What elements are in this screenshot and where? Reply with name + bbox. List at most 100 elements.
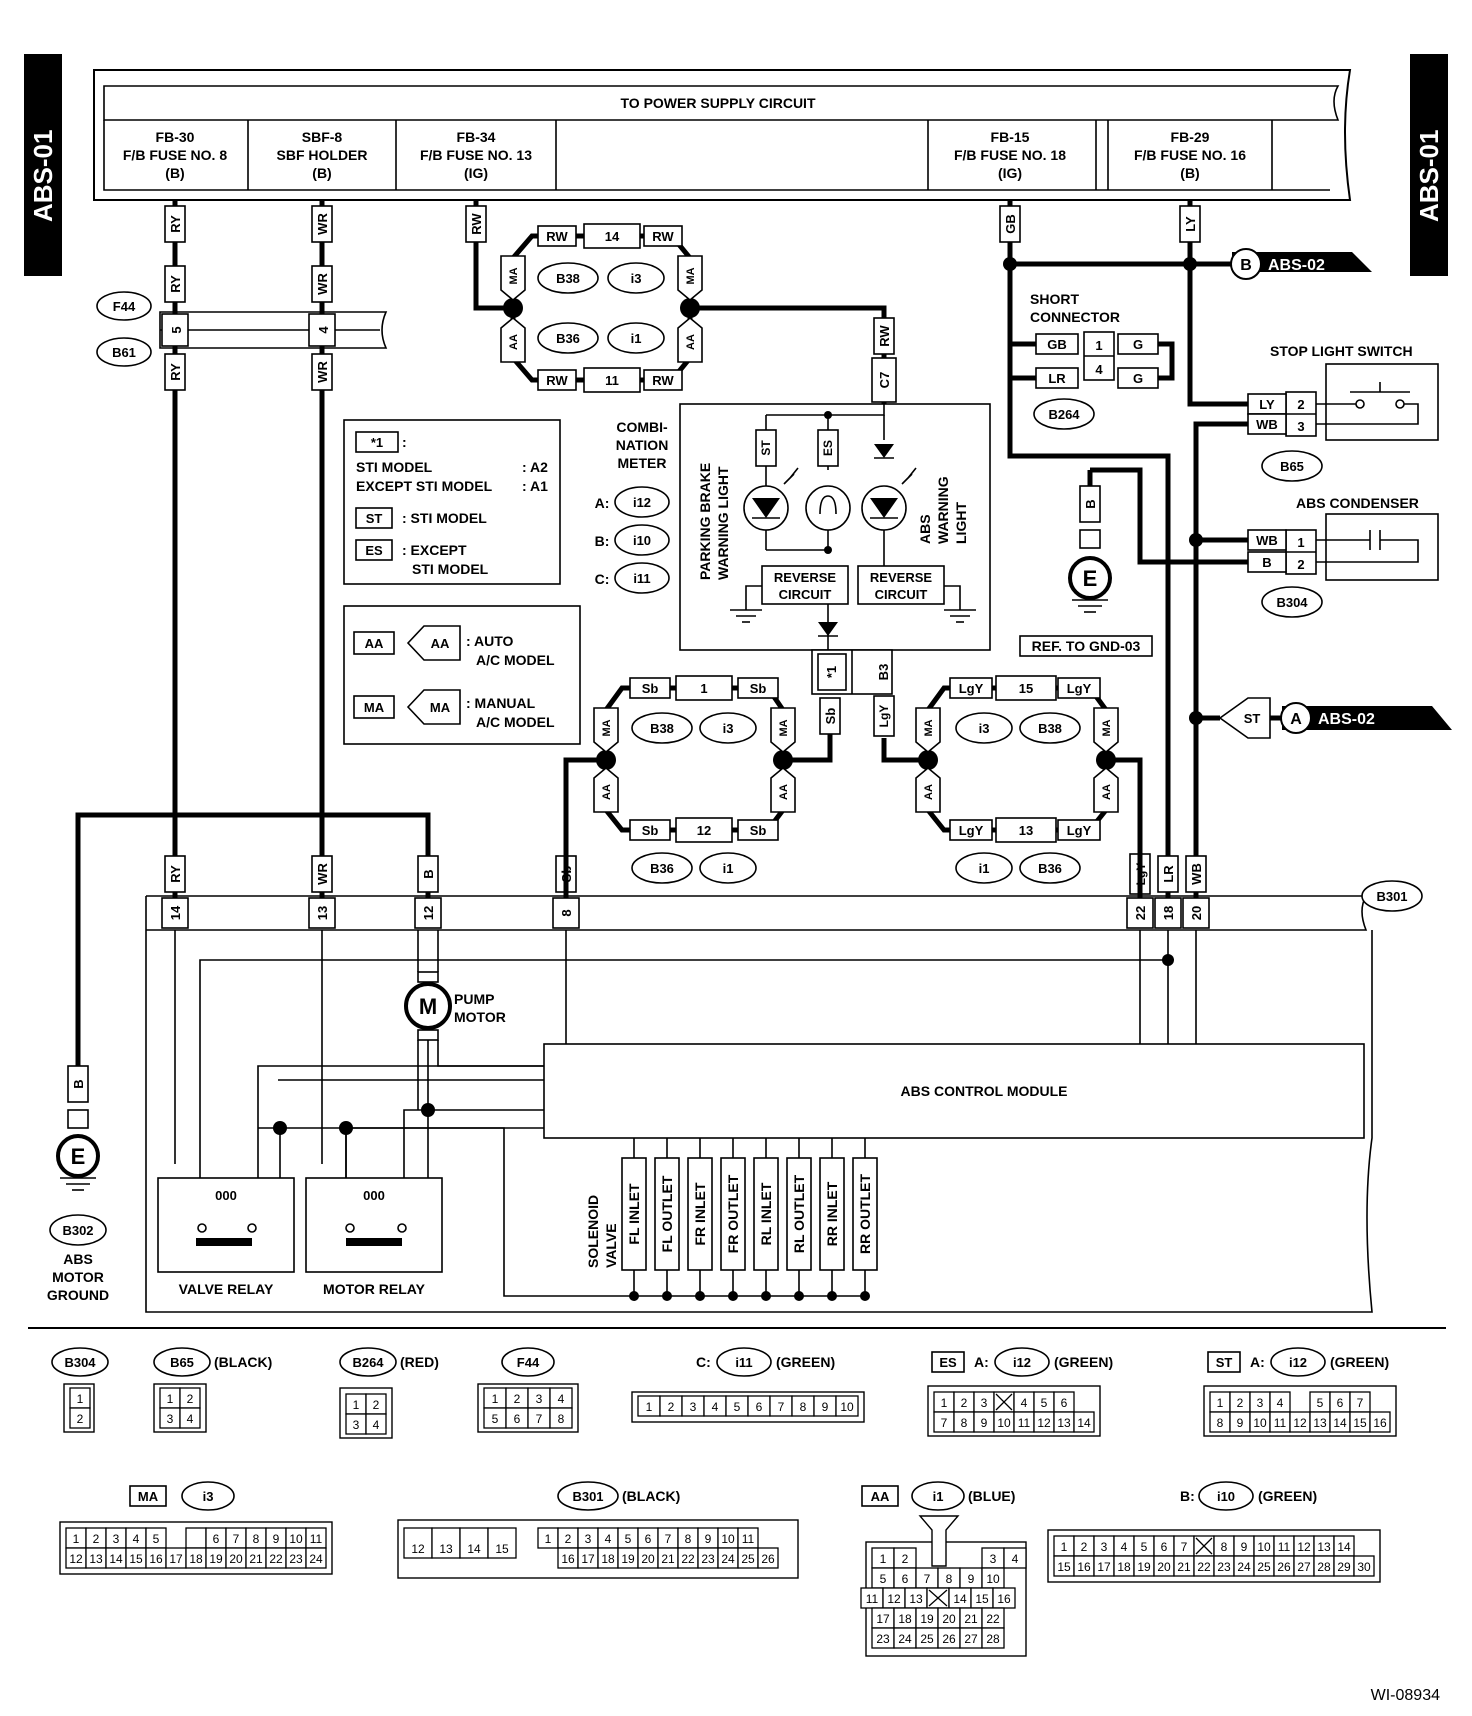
svg-text:20: 20 <box>1157 1560 1171 1574</box>
svg-text:1: 1 <box>880 1552 887 1566</box>
svg-text:WR: WR <box>315 361 330 383</box>
svg-text:5: 5 <box>1317 1396 1324 1410</box>
svg-text:CIRCUIT: CIRCUIT <box>779 587 832 602</box>
svg-text:4: 4 <box>316 326 331 334</box>
svg-text:i10: i10 <box>633 533 651 548</box>
svg-text:B38: B38 <box>1038 721 1062 736</box>
svg-text:7: 7 <box>536 1412 543 1426</box>
svg-text:14: 14 <box>1077 1416 1091 1430</box>
svg-text:4: 4 <box>1012 1552 1019 1566</box>
svg-text:MA: MA <box>364 700 385 715</box>
solenoid-label: FR INLET <box>692 1182 708 1245</box>
svg-text:9: 9 <box>705 1532 712 1546</box>
svg-text:4: 4 <box>1277 1396 1284 1410</box>
svg-text:Sb: Sb <box>642 681 659 696</box>
svg-text:WARNING LIGHT: WARNING LIGHT <box>715 466 731 580</box>
svg-text:WR: WR <box>315 213 330 235</box>
svg-text:ES: ES <box>939 1355 957 1370</box>
svg-text:B38: B38 <box>556 271 580 286</box>
svg-text:14: 14 <box>605 229 620 244</box>
svg-text:9: 9 <box>273 1532 280 1546</box>
svg-text:13: 13 <box>89 1552 103 1566</box>
svg-text:2: 2 <box>565 1532 572 1546</box>
svg-text:19: 19 <box>209 1552 223 1566</box>
svg-text:20: 20 <box>641 1552 655 1566</box>
ground-gnd03: B E REF. TO GND-03 <box>1019 470 1153 657</box>
octagon-sb: 1 12 Sb Sb Sb Sb MA MA AA AA B38 i3 B36 … <box>563 675 833 900</box>
svg-text:(BLACK): (BLACK) <box>214 1354 272 1370</box>
svg-text:26: 26 <box>761 1552 775 1566</box>
svg-text:ABS-01: ABS-01 <box>28 130 58 222</box>
svg-text:15: 15 <box>1019 681 1033 696</box>
svg-text:A: A <box>1290 711 1302 728</box>
svg-text:12: 12 <box>69 1552 83 1566</box>
svg-text:6: 6 <box>213 1532 220 1546</box>
svg-text:7: 7 <box>924 1572 931 1586</box>
svg-text:4: 4 <box>712 1400 719 1414</box>
svg-text:SBF-8: SBF-8 <box>302 129 343 145</box>
svg-text:WB: WB <box>1189 863 1204 885</box>
svg-text:Sb: Sb <box>642 823 659 838</box>
svg-text:C7: C7 <box>877 372 892 389</box>
svg-text:1: 1 <box>1217 1396 1224 1410</box>
svg-text:18: 18 <box>601 1552 615 1566</box>
svg-text:8: 8 <box>1221 1540 1228 1554</box>
svg-text:4: 4 <box>373 1418 380 1432</box>
svg-text:4: 4 <box>605 1532 612 1546</box>
svg-text:ES: ES <box>365 543 383 558</box>
svg-text:20: 20 <box>229 1552 243 1566</box>
svg-text:14: 14 <box>109 1552 123 1566</box>
svg-text:8: 8 <box>961 1416 968 1430</box>
svg-text:30: 30 <box>1357 1560 1371 1574</box>
svg-text:2: 2 <box>187 1392 194 1406</box>
svg-text:B304: B304 <box>64 1355 96 1370</box>
svg-text:ABS CONDENSER: ABS CONDENSER <box>1296 495 1419 511</box>
svg-text:MOTOR: MOTOR <box>454 1009 506 1025</box>
svg-text:F/B FUSE NO. 8: F/B FUSE NO. 8 <box>123 147 227 163</box>
svg-text:REVERSE: REVERSE <box>774 570 836 585</box>
svg-text:12: 12 <box>887 1592 901 1606</box>
connector-f44: F44 <box>96 291 152 321</box>
svg-text:AA: AA <box>365 636 384 651</box>
svg-text:VALVE: VALVE <box>603 1223 619 1268</box>
svg-text:10: 10 <box>986 1572 1000 1586</box>
svg-text:LR: LR <box>1161 865 1176 883</box>
svg-text:: AUTO: : AUTO <box>466 633 514 649</box>
svg-text:3: 3 <box>167 1412 174 1426</box>
svg-text:AA: AA <box>871 1489 890 1504</box>
svg-text:i1: i1 <box>631 331 642 346</box>
svg-text:13: 13 <box>1317 1540 1331 1554</box>
bulb-icon <box>805 485 851 531</box>
svg-text:17: 17 <box>169 1552 183 1566</box>
svg-text:F/B FUSE NO. 16: F/B FUSE NO. 16 <box>1134 147 1246 163</box>
svg-text:3: 3 <box>585 1532 592 1546</box>
svg-text:8: 8 <box>685 1532 692 1546</box>
svg-text:4: 4 <box>1121 1540 1128 1554</box>
svg-text:23: 23 <box>289 1552 303 1566</box>
svg-text:28: 28 <box>986 1632 1000 1646</box>
svg-text:LR: LR <box>1048 371 1066 386</box>
svg-text:17: 17 <box>581 1552 595 1566</box>
svg-text:i11: i11 <box>633 571 650 586</box>
svg-text:B36: B36 <box>1038 861 1062 876</box>
svg-text:3: 3 <box>113 1532 120 1546</box>
svg-text:NATION: NATION <box>616 437 669 453</box>
svg-text:5: 5 <box>880 1572 887 1586</box>
svg-text:8: 8 <box>800 1400 807 1414</box>
svg-text:B304: B304 <box>1276 595 1308 610</box>
svg-text:AA: AA <box>508 334 520 350</box>
pump-motor: M PUMP MOTOR <box>404 971 506 1041</box>
svg-text:12: 12 <box>421 906 436 920</box>
svg-text:23: 23 <box>1217 1560 1231 1574</box>
svg-text:2: 2 <box>1297 397 1304 412</box>
abs-condenser: ABS CONDENSER 1 2 WB B B304 <box>1247 495 1439 618</box>
svg-text:1: 1 <box>353 1398 360 1412</box>
svg-text:18: 18 <box>1161 906 1176 920</box>
svg-text:LgY: LgY <box>877 705 891 728</box>
